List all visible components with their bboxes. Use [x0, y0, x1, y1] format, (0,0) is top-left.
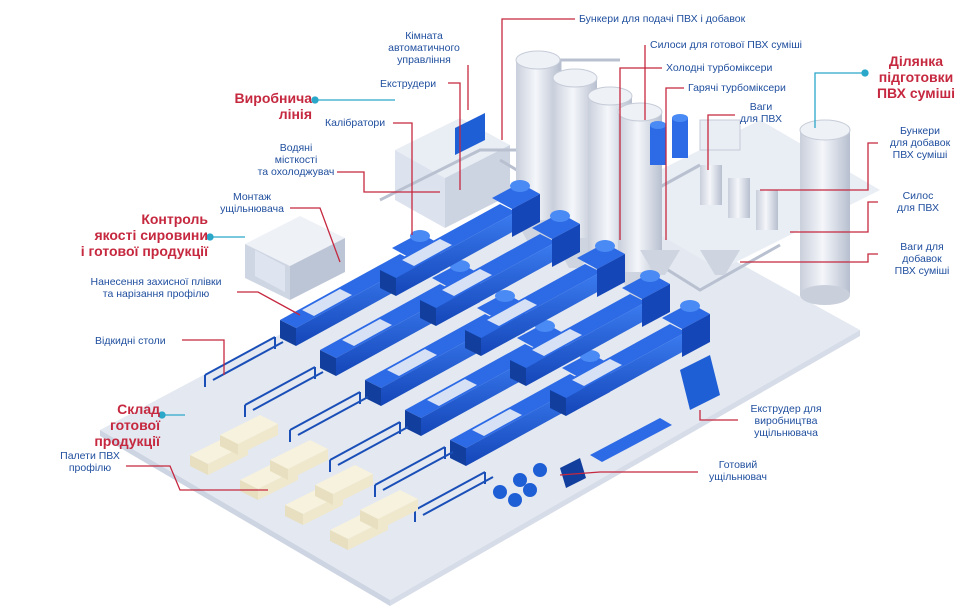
- silo-pvc: [799, 119, 851, 305]
- label-cold-turbomixers: Холодні турбоміксери: [666, 62, 773, 74]
- label-hot-turbomixers: Гарячі турбоміксери: [688, 82, 786, 94]
- seal-extruder: [493, 355, 720, 507]
- label-silos-ready-mix: Силоси для готової ПВХ суміші: [650, 39, 802, 51]
- label-calibrators: Калібратори: [325, 117, 386, 129]
- quality-lab: [245, 216, 345, 300]
- label-extruders: Екструдери: [380, 78, 437, 90]
- control-room: [395, 113, 510, 228]
- turbomixers: [640, 114, 778, 275]
- label-hoppers-pvc-additives: Бункери для подачі ПВХ і добавок: [579, 13, 746, 25]
- label-tilt-tables: Відкидні столи: [95, 335, 166, 347]
